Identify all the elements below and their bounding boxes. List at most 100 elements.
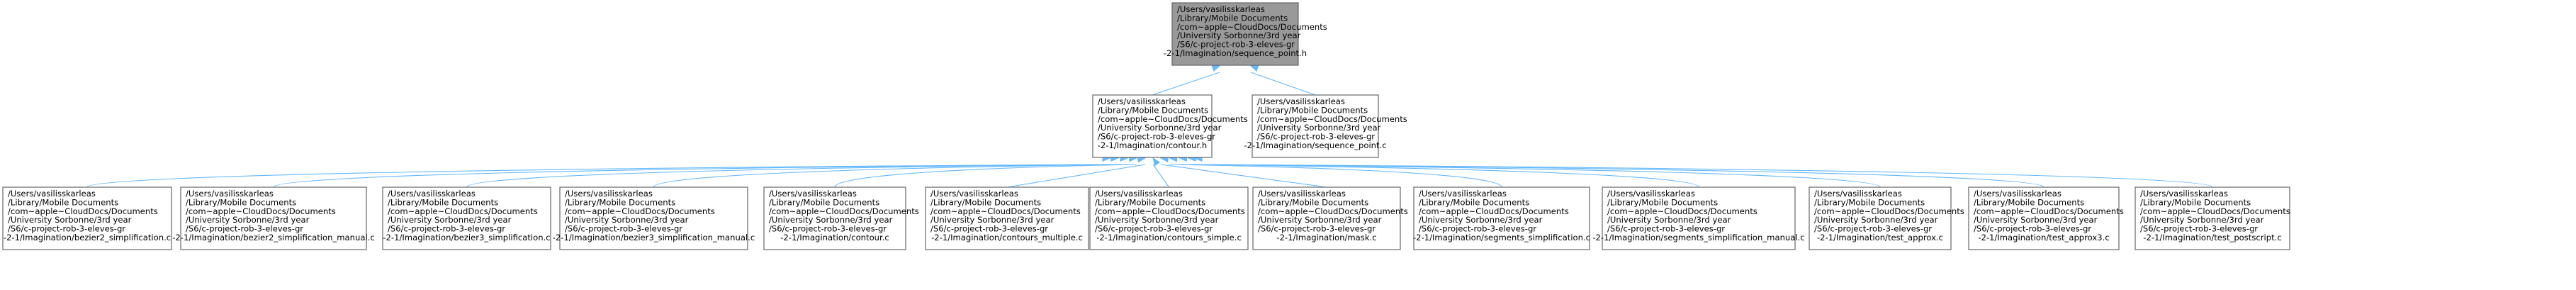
graph-node-mask-c[interactable]: /Users/vasilisskarleas/Library/Mobile Do… [1252, 186, 1408, 250]
edge-sequence-point-c-to-root [1250, 72, 1316, 96]
node-label-line: /S6/c-project-rob-3-eleves-gr [930, 224, 1048, 234]
node-label-line: -2-1/Imagination/segments_simplification… [1592, 233, 1804, 242]
graph-node-bezier3-simplification-manual-c[interactable]: /Users/vasilisskarleas/Library/Mobile Do… [553, 186, 755, 250]
node-label-line: -2-1/Imagination/bezier3_simplification.… [383, 233, 550, 242]
node-label-line: /com~apple~CloudDocs/Documents [1098, 114, 1248, 124]
graph-node-contour-c[interactable]: /Users/vasilisskarleas/Library/Mobile Do… [763, 186, 919, 250]
graph-node-contours-multiple-c[interactable]: /Users/vasilisskarleas/Library/Mobile Do… [925, 186, 1089, 250]
node-label-line: /com~apple~CloudDocs/Documents [769, 206, 919, 216]
node-label-line: /S6/c-project-rob-3-eleves-gr [1814, 224, 1932, 234]
node-label-line: /University Sorbonne/3rd year [186, 215, 310, 225]
node-label-line: /Users/vasilisskarleas [2140, 189, 2228, 199]
node-label-line: /com~apple~CloudDocs/Documents [186, 206, 336, 216]
node-label-line: /S6/c-project-rob-3-eleves-gr [565, 224, 682, 234]
node-label-line: -2-1/Imagination/test_approx.c [1817, 233, 1943, 242]
node-label-line: -2-1/Imagination/sequence_point.c [1244, 140, 1386, 150]
edge-bezier3-simplification-c-to-contour-h [466, 164, 1118, 188]
node-label-line: /Users/vasilisskarleas [930, 189, 1018, 199]
node-label-line: /Library/Mobile Documents [1095, 197, 1205, 207]
node-box [763, 186, 906, 250]
graph-node-bezier3-simplification-c[interactable]: /Users/vasilisskarleas/Library/Mobile Do… [382, 186, 551, 250]
node-label-line: /Library/Mobile Documents [769, 197, 879, 207]
node-label-line: /Library/Mobile Documents [565, 197, 675, 207]
edge-contour-c-to-contour-h [834, 164, 1137, 188]
node-label-line: /com~apple~CloudDocs/Documents [2140, 206, 2290, 216]
node-label-line: /Library/Mobile Documents [186, 197, 296, 207]
node-label-line: /com~apple~CloudDocs/Documents [1257, 114, 1407, 124]
nodes-layer: /Users/vasilisskarleas/Library/Mobile Do… [2, 2, 2290, 250]
graph-node-bezier2-simplification-manual-c[interactable]: /Users/vasilisskarleas/Library/Mobile Do… [172, 186, 375, 250]
graph-node-contours-simple-c[interactable]: /Users/vasilisskarleas/Library/Mobile Do… [1089, 186, 1249, 250]
node-label-line: -2-1/Imagination/bezier2_simplification.… [4, 233, 171, 242]
node-label-line: /S6/c-project-rob-3-eleves-gr [2140, 224, 2258, 234]
graph-node-test-approx-c[interactable]: /Users/vasilisskarleas/Library/Mobile Do… [1809, 186, 1964, 250]
node-label-line: /Users/vasilisskarleas [769, 189, 857, 199]
node-label-line: /Users/vasilisskarleas [1607, 189, 1695, 199]
node-label-line: /Library/Mobile Documents [8, 197, 118, 207]
graph-node-test-approx3-c[interactable]: /Users/vasilisskarleas/Library/Mobile Do… [1968, 186, 2124, 250]
node-label-line: -2-1/Imagination/mask.c [1276, 233, 1376, 242]
graph-node-segments-simplification-c[interactable]: /Users/vasilisskarleas/Library/Mobile Do… [1413, 186, 1590, 250]
node-box [2135, 186, 2290, 250]
node-label-line: /Users/vasilisskarleas [1974, 189, 2062, 199]
node-label-line: /Library/Mobile Documents [1098, 105, 1208, 115]
node-label-line: /University Sorbonne/3rd year [769, 215, 893, 225]
node-label-line: /University Sorbonne/3rd year [388, 215, 512, 225]
node-label-line: /Library/Mobile Documents [1814, 197, 1925, 207]
node-label-line: /S6/c-project-rob-3-eleves-gr [1974, 224, 2091, 234]
graph-node-segments-simplification-manual-c[interactable]: /Users/vasilisskarleas/Library/Mobile Do… [1592, 186, 1805, 250]
node-label-line: -2-1/Imagination/bezier3_simplification_… [553, 233, 755, 242]
node-label-line: /Library/Mobile Documents [1177, 13, 1288, 23]
node-label-line: -2-1/Imagination/test_approx3.c [1978, 233, 2109, 242]
node-label-line: -2-1/Imagination/sequence_point.h [1164, 48, 1307, 58]
node-box [1252, 186, 1401, 250]
graph-node-contour-h[interactable]: /Users/vasilisskarleas/Library/Mobile Do… [1092, 94, 1248, 158]
node-label-line: /Users/vasilisskarleas [1258, 189, 1346, 199]
node-label-line: /com~apple~CloudDocs/Documents [1607, 206, 1757, 216]
node-label-line: /S6/c-project-rob-3-eleves-gr [769, 224, 887, 234]
node-label-line: /com~apple~CloudDocs/Documents [8, 206, 158, 216]
node-label-line: /University Sorbonne/3rd year [1257, 123, 1381, 133]
graph-node-bezier2-simplification-c[interactable]: /Users/vasilisskarleas/Library/Mobile Do… [2, 186, 172, 250]
node-label-line: /com~apple~CloudDocs/Documents [1814, 206, 1964, 216]
node-label-line: /S6/c-project-rob-3-eleves-gr [388, 224, 505, 234]
node-label-line: /Users/vasilisskarleas [186, 189, 274, 199]
node-label-line: /University Sorbonne/3rd year [1974, 215, 2098, 225]
node-box [1092, 94, 1213, 158]
node-label-line: /University Sorbonne/3rd year [2140, 215, 2264, 225]
node-label-line: /S6/c-project-rob-3-eleves-gr [186, 224, 303, 234]
node-label-line: /com~apple~CloudDocs/Documents [1095, 206, 1245, 216]
node-label-line: /Library/Mobile Documents [1419, 197, 1529, 207]
node-label-line: /University Sorbonne/3rd year [1098, 123, 1222, 133]
node-box [1171, 2, 1299, 66]
edge-arrowhead [1249, 65, 1259, 72]
edge-contour-h-to-root [1152, 72, 1220, 96]
node-label-line: -2-1/Imagination/segments_simplification… [1413, 233, 1590, 242]
graph-node-root: /Users/vasilisskarleas/Library/Mobile Do… [1164, 2, 1327, 66]
node-label-line: /Library/Mobile Documents [1607, 197, 1718, 207]
node-label-line: /com~apple~CloudDocs/Documents [1177, 22, 1327, 32]
edge-bezier3-simplification-manual-c-to-contour-h [653, 164, 1127, 188]
edge-contours-simple-c-to-contour-h [1152, 164, 1169, 188]
node-label-line: /Library/Mobile Documents [388, 197, 498, 207]
node-label-line: /Users/vasilisskarleas [1095, 189, 1183, 199]
node-label-line: /University Sorbonne/3rd year [930, 215, 1054, 225]
node-label-line: /Users/vasilisskarleas [1257, 96, 1345, 106]
graph-node-sequence-point-c[interactable]: /Users/vasilisskarleas/Library/Mobile Do… [1244, 94, 1407, 158]
graph-node-test-postscript-c[interactable]: /Users/vasilisskarleas/Library/Mobile Do… [2135, 186, 2290, 250]
node-label-line: /com~apple~CloudDocs/Documents [930, 206, 1081, 216]
node-label-line: /Users/vasilisskarleas [8, 189, 96, 199]
node-label-line: /University Sorbonne/3rd year [1177, 30, 1301, 40]
edge-segments-simplification-c-to-contour-h [1169, 164, 1502, 188]
node-label-line: /Library/Mobile Documents [930, 197, 1041, 207]
node-label-line: -2-1/Imagination/contour.c [780, 233, 889, 242]
node-label-line: /Users/vasilisskarleas [565, 189, 653, 199]
node-box [925, 186, 1089, 250]
node-label-line: /University Sorbonne/3rd year [1095, 215, 1219, 225]
node-label-line: /S6/c-project-rob-3-eleves-gr [1257, 132, 1375, 142]
node-label-line: -2-1/Imagination/contours_multiple.c [931, 233, 1083, 242]
node-label-line: /Users/vasilisskarleas [388, 189, 476, 199]
edge-bezier2-simplification-c-to-contour-h [86, 164, 1110, 188]
node-label-line: /Users/vasilisskarleas [1098, 96, 1186, 106]
node-label-line: /University Sorbonne/3rd year [1607, 215, 1731, 225]
